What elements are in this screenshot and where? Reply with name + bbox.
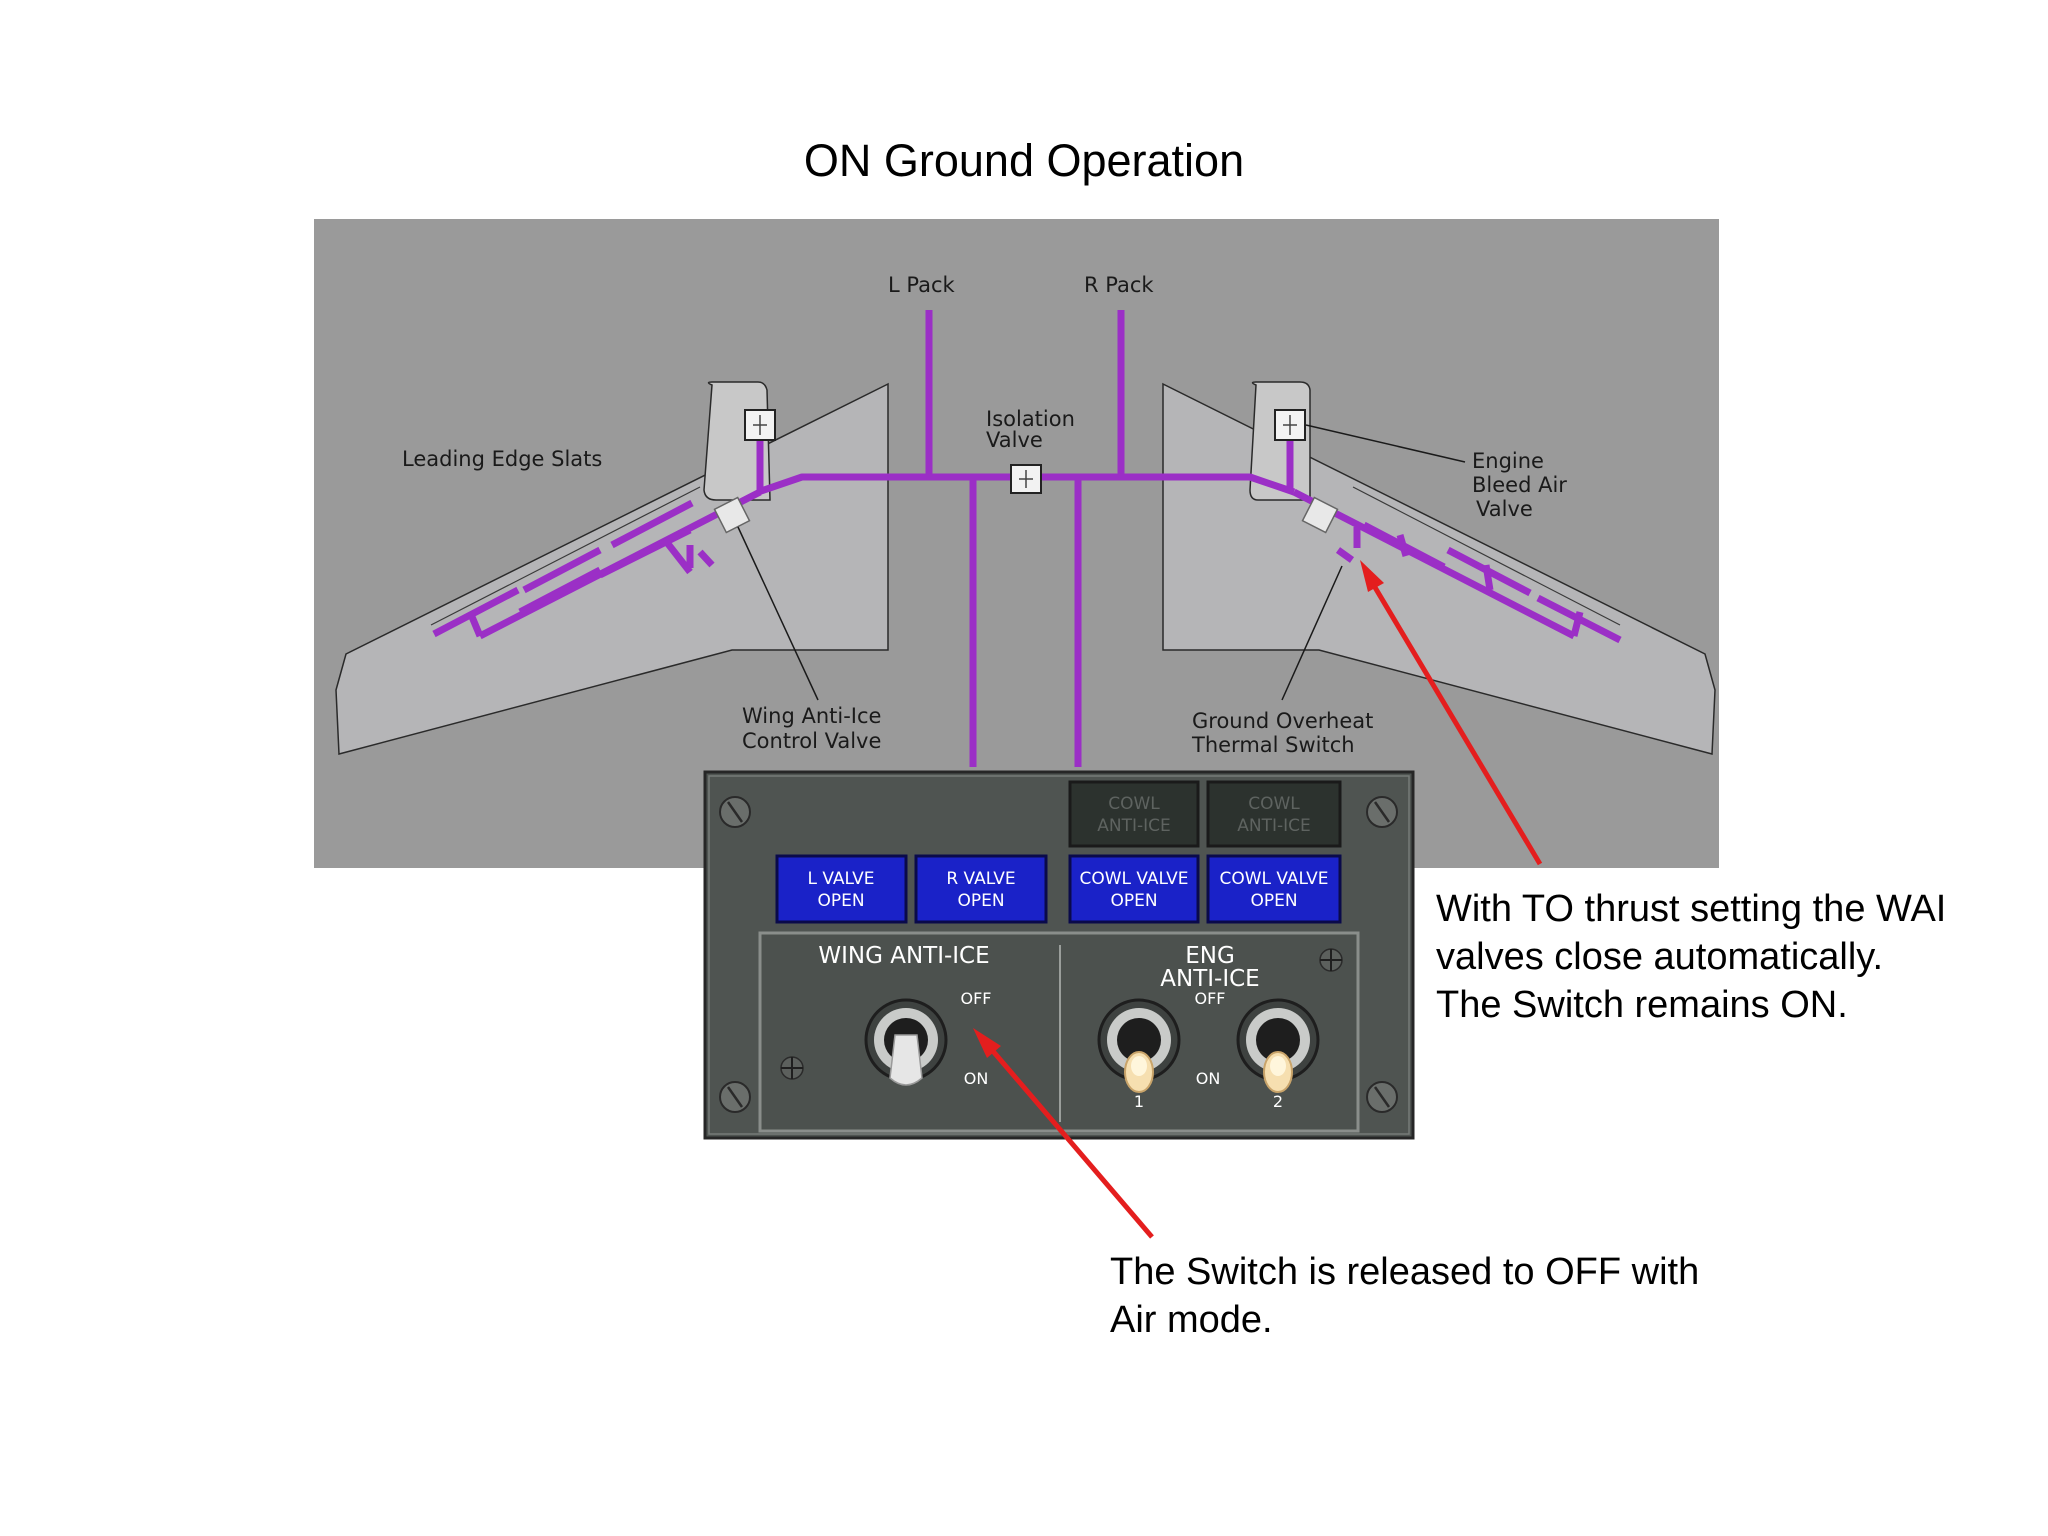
svg-text:COWL: COWL: [1248, 794, 1300, 814]
wing-anti-ice-valve-label-1: Wing Anti-Ice: [742, 704, 881, 728]
panel-screw-icon: [1366, 796, 1398, 828]
wing-anti-ice-title: WING ANTI-ICE: [818, 943, 989, 969]
red-annotation-arrows: [973, 560, 1543, 1239]
l-pack-label: L Pack: [888, 273, 956, 297]
svg-text:OPEN: OPEN: [817, 891, 864, 911]
isolation-valve: [1010, 464, 1042, 494]
arrowhead-icon: [1360, 560, 1384, 592]
wing-anti-ice-leader: [737, 526, 819, 701]
cowl-anti-ice-light-1: COWL ANTI-ICE: [1068, 780, 1200, 848]
air-mode-note: The Switch is released to OFF with Air m…: [1110, 1248, 1699, 1344]
eng-anti-ice-on-label: ON: [1196, 1069, 1221, 1088]
eng-anti-ice-off-label: OFF: [1195, 989, 1226, 1008]
cowl-anti-ice-light-2: COWL ANTI-ICE: [1206, 780, 1342, 848]
svg-text:ANTI-ICE: ANTI-ICE: [1237, 816, 1311, 836]
svg-text:OPEN: OPEN: [1110, 891, 1157, 911]
left-engine-bleed-valve: [744, 409, 776, 441]
svg-text:COWL VALVE: COWL VALVE: [1219, 869, 1328, 889]
slide-title: ON Ground Operation: [803, 135, 1245, 186]
r-valve-open-light: R VALVE OPEN: [914, 854, 1048, 924]
wing-anti-ice-on-label: ON: [964, 1069, 989, 1088]
wing-anti-ice-off-label: OFF: [961, 989, 992, 1008]
right-engine-bleed-valve: [1274, 409, 1306, 441]
panel-screw-icon: [719, 1081, 751, 1113]
thermal-switch-label-1: Ground Overheat: [1192, 709, 1373, 733]
isolation-valve-label-1: Isolation: [986, 407, 1075, 431]
svg-text:COWL: COWL: [1108, 794, 1160, 814]
eng-2-anti-ice-toggle-switch[interactable]: [1236, 998, 1320, 1093]
wing-anti-ice-toggle-switch[interactable]: [864, 998, 948, 1086]
crosshair-screw-icon: [780, 1056, 804, 1080]
cowl-valve-open-light-2: COWL VALVE OPEN: [1206, 854, 1342, 924]
svg-text:OPEN: OPEN: [957, 891, 1004, 911]
cowl-valve-open-light-1: COWL VALVE OPEN: [1068, 854, 1200, 924]
thermal-switch-leader: [1281, 565, 1343, 701]
to-thrust-note-line-1: With TO thrust setting the WAI: [1436, 888, 1947, 930]
air-mode-note-line-1: The Switch is released to OFF with: [1110, 1251, 1700, 1293]
engine-bleed-label-2: Bleed Air: [1472, 473, 1567, 497]
eng-switch-number-1: 1: [1134, 1092, 1144, 1111]
panel-screw-icon: [719, 796, 751, 828]
eng-anti-ice-title-2: ANTI-ICE: [1160, 966, 1259, 992]
thermal-switch-label-2: Thermal Switch: [1191, 733, 1355, 757]
left-wing-anti-ice-control-valve: [713, 496, 751, 534]
to-thrust-note-line-3: The Switch remains ON.: [1436, 984, 1848, 1026]
r-pack-label: R Pack: [1084, 273, 1154, 297]
svg-text:ANTI-ICE: ANTI-ICE: [1097, 816, 1171, 836]
crosshair-screw-icon: [1319, 948, 1343, 972]
to-thrust-note-line-2: valves close automatically.: [1436, 936, 1884, 978]
wing-anti-ice-valve-label-2: Control Valve: [742, 729, 881, 753]
anti-ice-control-panel: COWL ANTI-ICE COWL ANTI-ICE L VALVE OPEN…: [703, 770, 1415, 1140]
l-valve-open-light: L VALVE OPEN: [775, 854, 908, 924]
engine-bleed-label-3: Valve: [1476, 497, 1533, 521]
panel-screw-icon: [1366, 1081, 1398, 1113]
engine-bleed-label-1: Engine: [1472, 449, 1544, 473]
svg-text:L VALVE: L VALVE: [807, 869, 874, 889]
arrowhead-icon: [973, 1028, 1001, 1058]
svg-text:OPEN: OPEN: [1250, 891, 1297, 911]
right-wing-anti-ice-control-valve: [1301, 496, 1339, 534]
bleed-air-ducts: [432, 310, 1622, 767]
leading-edge-slats-label: Leading Edge Slats: [402, 447, 602, 471]
engine-bleed-leader: [1305, 424, 1466, 463]
to-thrust-note: With TO thrust setting the WAI valves cl…: [1436, 885, 1946, 1029]
eng-1-anti-ice-toggle-switch[interactable]: [1097, 998, 1181, 1093]
air-mode-note-line-2: Air mode.: [1110, 1299, 1273, 1341]
svg-text:COWL VALVE: COWL VALVE: [1079, 869, 1188, 889]
eng-anti-ice-title-1: ENG: [1185, 943, 1235, 969]
eng-switch-number-2: 2: [1273, 1092, 1283, 1111]
isolation-valve-label-2: Valve: [986, 428, 1043, 452]
svg-text:R VALVE: R VALVE: [946, 869, 1015, 889]
